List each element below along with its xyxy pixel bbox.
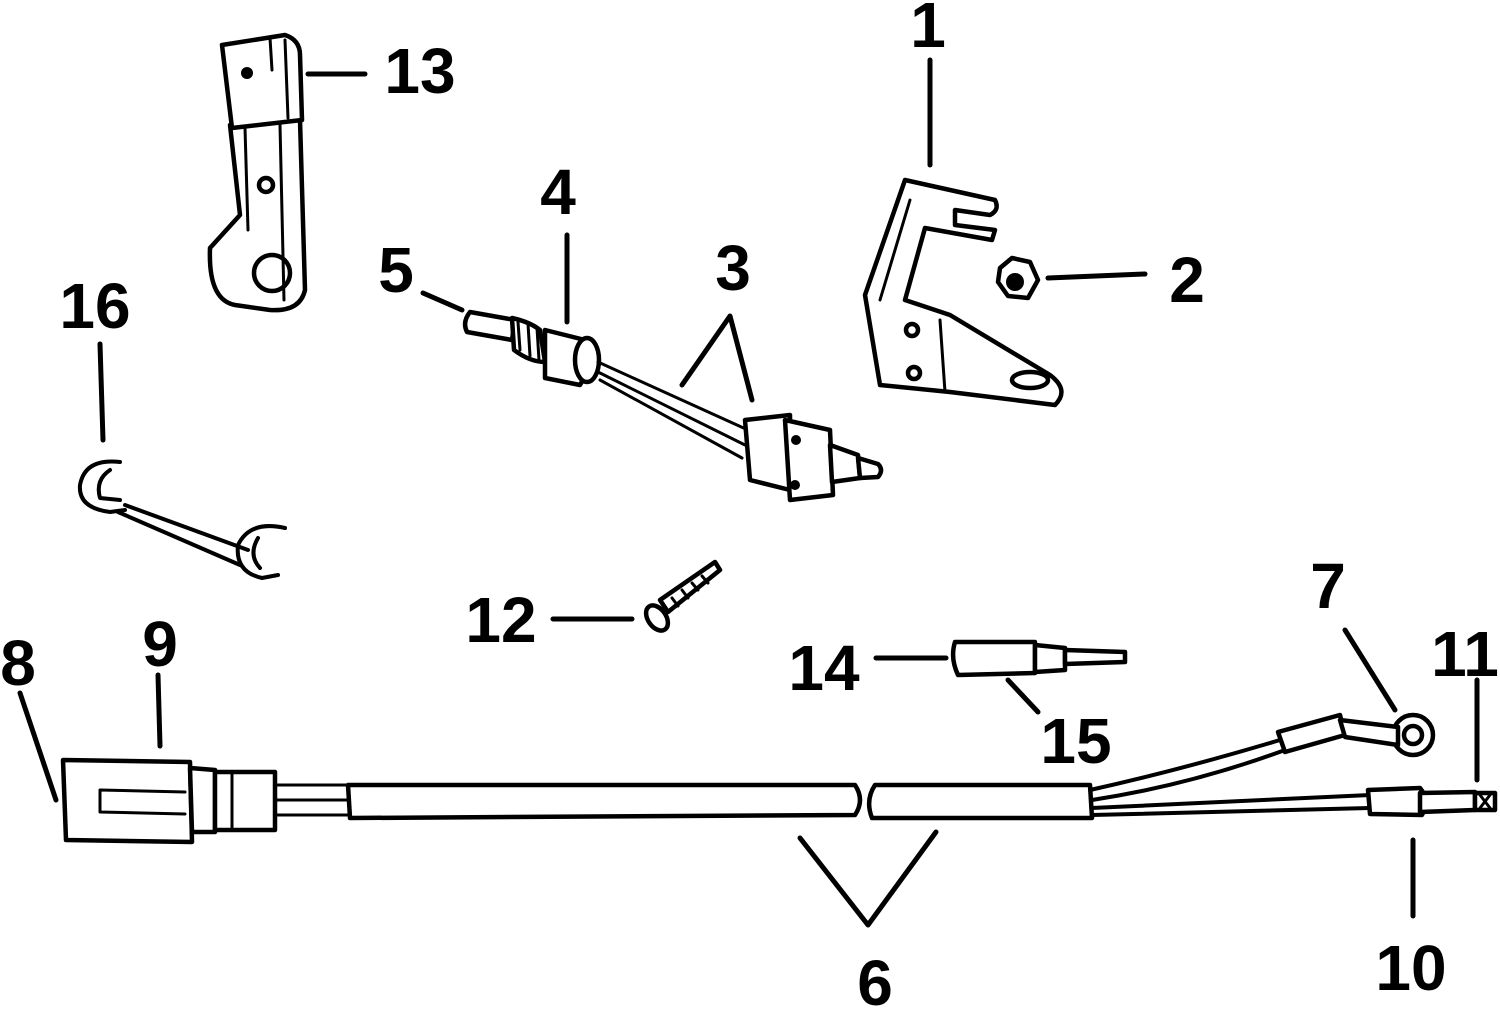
callout-2: 2 <box>1169 244 1205 316</box>
callout-7: 7 <box>1310 550 1346 622</box>
screw-part <box>643 559 723 633</box>
callout-9: 9 <box>142 608 178 680</box>
wire-clip-part <box>77 459 287 580</box>
callout-14: 14 <box>788 632 860 704</box>
bracket-part <box>862 177 1064 408</box>
callout-11: 11 <box>1431 618 1499 690</box>
callout-10: 10 <box>1375 932 1446 1004</box>
callout-16: 16 <box>59 270 130 342</box>
pin-terminal-part <box>950 639 1128 678</box>
callout-1: 1 <box>910 0 946 61</box>
callout-4: 4 <box>540 156 576 228</box>
callout-3: 3 <box>715 232 751 304</box>
switch-assembly-part <box>462 309 884 503</box>
lever-part <box>207 32 308 313</box>
callout-6: 6 <box>857 947 893 1010</box>
harness-part <box>60 712 1498 845</box>
callout-12: 12 <box>465 584 536 656</box>
callout-8: 8 <box>0 627 36 699</box>
callout-5: 5 <box>378 234 414 306</box>
nut-part <box>995 255 1041 301</box>
callout-13: 13 <box>384 35 455 107</box>
leader-lines <box>17 57 1480 928</box>
callout-15: 15 <box>1040 705 1111 777</box>
